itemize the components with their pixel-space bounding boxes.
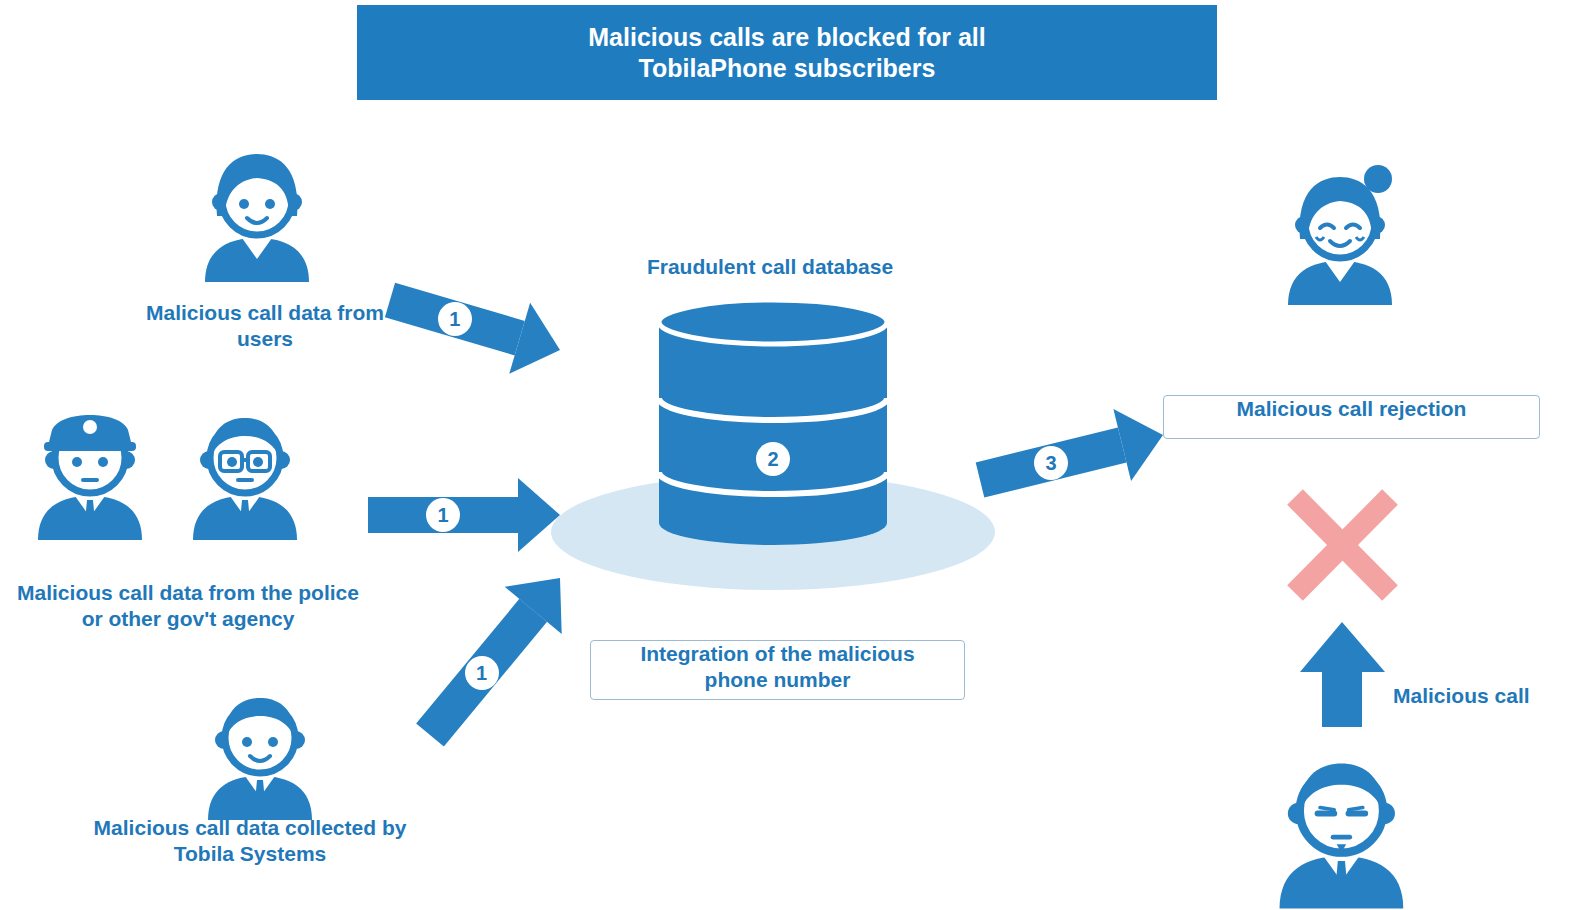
node-text: Fraudulent call database xyxy=(560,254,980,280)
user-icon xyxy=(239,199,275,209)
node-text: Integration of the malicious phone numbe… xyxy=(627,641,928,693)
user-icon xyxy=(205,238,309,282)
elderly-icon xyxy=(1288,261,1392,305)
database-cylinder xyxy=(659,300,887,344)
step-number: 2 xyxy=(756,442,790,476)
arrow-shaft xyxy=(390,300,520,338)
staff-icon xyxy=(225,698,295,738)
staff-icon xyxy=(242,737,278,747)
user-icon xyxy=(205,154,309,282)
call-label: Malicious call xyxy=(1393,683,1530,709)
title-text: Malicious calls are blocked for all Tobi… xyxy=(542,22,1032,84)
arrow-shaft xyxy=(430,610,533,735)
arrow-shaft xyxy=(980,445,1122,480)
official-icon xyxy=(242,458,248,462)
node-text: Malicious call data from users xyxy=(140,300,390,352)
step-number: 3 xyxy=(1034,446,1068,480)
caller-icon xyxy=(1337,844,1347,852)
flow-arrow xyxy=(368,478,560,552)
elderly-icon xyxy=(1316,237,1364,240)
official-icon xyxy=(238,480,252,481)
flow-arrow xyxy=(390,300,560,374)
node-text: Malicious call data from the police or o… xyxy=(8,580,368,632)
step-number: 1 xyxy=(465,656,499,690)
integration-box: Integration of the malicious phone numbe… xyxy=(590,640,965,700)
police-icon xyxy=(38,496,142,540)
elderly-icon xyxy=(1346,225,1360,229)
elderly-icon xyxy=(1330,241,1350,246)
official-icon xyxy=(220,452,242,471)
flow-arrow xyxy=(980,409,1163,481)
flow-arrow xyxy=(430,578,562,735)
rejection-box: Malicious call rejection xyxy=(1163,395,1540,439)
arrow-shaft xyxy=(368,497,518,533)
call-arrow xyxy=(1300,622,1385,727)
staff-icon xyxy=(208,776,312,820)
elderly-icon xyxy=(1320,225,1334,229)
police-icon xyxy=(72,457,108,467)
database-cylinder xyxy=(551,300,995,590)
police-icon xyxy=(85,500,95,528)
source-tobila: Malicious call data collected by Tobila … xyxy=(70,670,430,867)
caller-icon xyxy=(1280,763,1404,908)
police-icon xyxy=(38,415,142,540)
staff-icon xyxy=(255,780,265,808)
official-icon xyxy=(248,452,270,471)
database-cylinder xyxy=(659,322,887,545)
caller-icon xyxy=(1320,807,1363,809)
police-icon xyxy=(48,415,132,446)
step-number: 1 xyxy=(426,498,460,532)
user-icon xyxy=(217,154,298,216)
official-icon xyxy=(240,500,250,528)
caller-icon xyxy=(1280,856,1404,908)
database-cylinder xyxy=(659,398,887,420)
user-icon xyxy=(247,218,267,223)
caller-icon xyxy=(1335,861,1347,894)
staff-icon xyxy=(208,698,312,820)
staff-icon xyxy=(250,756,270,761)
reject-cross xyxy=(1295,497,1390,593)
source-user: Malicious call data from users xyxy=(140,135,390,352)
caller-icon xyxy=(1318,810,1366,816)
title-banner: Malicious calls are blocked for all Tobi… xyxy=(357,5,1217,100)
elderly-icon xyxy=(1364,165,1392,193)
caller-icon xyxy=(1333,837,1350,838)
arrow-head xyxy=(518,478,560,552)
step-number: 1 xyxy=(438,302,472,336)
call-arrow xyxy=(1300,622,1385,727)
node-text: Malicious call rejection xyxy=(1174,396,1529,422)
elderly-icon xyxy=(1288,165,1392,305)
source-agency: Malicious call data from the police or o… xyxy=(8,390,368,632)
police-icon xyxy=(44,442,136,451)
node-text: Malicious call data collected by Tobila … xyxy=(70,815,430,867)
official-icon xyxy=(193,418,297,540)
arrow-head xyxy=(505,578,562,634)
caller-icon xyxy=(1300,763,1383,811)
official-icon xyxy=(193,496,297,540)
police-icon xyxy=(83,480,97,481)
official-icon xyxy=(227,457,263,467)
arrow-head xyxy=(1113,409,1163,481)
reject-cross xyxy=(1295,497,1390,593)
arrow-head xyxy=(509,303,560,374)
police-icon xyxy=(83,420,97,434)
database-node: Fraudulent call database 2 xyxy=(560,248,980,590)
